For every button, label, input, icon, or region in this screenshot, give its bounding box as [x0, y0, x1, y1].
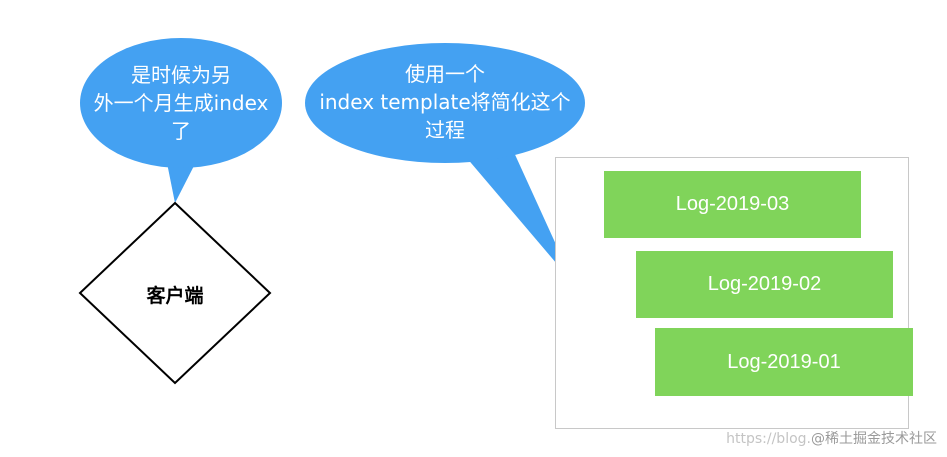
speech-bubble-left-line: 了: [171, 119, 191, 143]
client-label: 客户端: [146, 285, 204, 307]
speech-bubble-left-body: [80, 38, 282, 168]
log-index-box: Log-2019-03: [604, 171, 861, 238]
speech-bubble-left-text: 是时候为另 外一个月生成index 了: [81, 61, 281, 145]
speech-bubble-left-line: 外一个月生成index: [93, 91, 269, 115]
speech-bubble-right-line: index template将简化这个: [319, 90, 571, 114]
watermark-url: https://blog.: [726, 431, 811, 447]
watermark: https://blog.@稀土掘金技术社区: [726, 428, 937, 448]
speech-bubble-right-body: [305, 43, 585, 163]
log-index-label: Log-2019-03: [675, 193, 790, 215]
speech-bubble-right-line: 使用一个: [405, 62, 485, 86]
watermark-brand: @稀土掘金技术社区: [811, 431, 937, 447]
log-index-box: Log-2019-01: [655, 328, 913, 396]
speech-bubble-right: [305, 43, 585, 284]
speech-bubble-left-tail: [166, 158, 198, 203]
speech-bubble-right-tail: [460, 148, 574, 284]
speech-bubble-right-text: 使用一个 index template将简化这个 过程: [310, 60, 580, 144]
log-index-label: Log-2019-01: [727, 350, 841, 373]
log-index-label: Log-2019-02: [707, 273, 822, 295]
log-index-box: Log-2019-02: [636, 251, 893, 318]
speech-bubble-left-line: 是时候为另: [131, 63, 231, 87]
speech-bubble-right-line: 过程: [425, 118, 465, 142]
client-diamond: [78, 201, 272, 385]
speech-bubble-left: [80, 38, 282, 203]
